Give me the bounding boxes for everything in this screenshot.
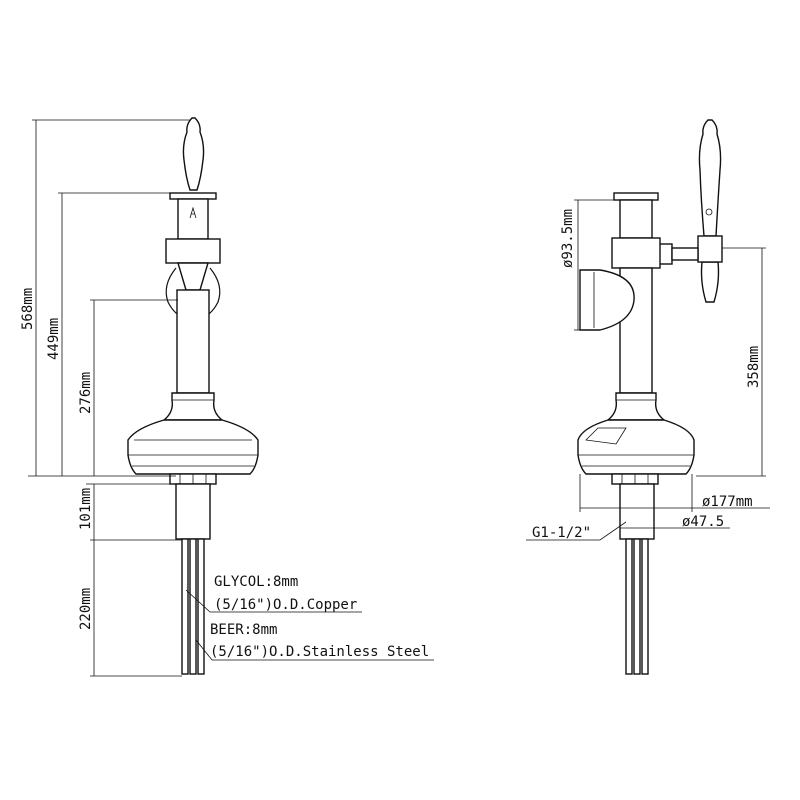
- dim-thread: G1-1/2": [532, 525, 591, 541]
- dim-276: 276mm: [78, 372, 94, 414]
- dim-177: ø177mm: [702, 494, 753, 510]
- front-tubes: [181, 538, 205, 675]
- side-base: [577, 419, 695, 475]
- note-beer-size: BEER:8mm: [210, 622, 277, 638]
- front-a-mark: [189, 206, 197, 219]
- side-medallion: [579, 269, 635, 331]
- note-glycol-size: GLYCOL:8mm: [214, 574, 298, 590]
- dim-449: 449mm: [46, 318, 62, 360]
- front-view: 568mm 449mm 276mm 101mm 220mm GLYCOL:8mm…: [20, 117, 434, 677]
- note-glycol-material: (5/16")O.D.Copper: [214, 597, 357, 613]
- front-spout: [177, 262, 209, 291]
- front-handle: [182, 117, 205, 191]
- dim-101: 101mm: [78, 488, 94, 530]
- side-tubes: [625, 538, 649, 675]
- dim-568: 568mm: [20, 288, 36, 330]
- side-flare: [606, 392, 666, 421]
- front-top-collar: [169, 192, 217, 200]
- side-top-collar: [613, 192, 659, 201]
- note-beer-material: (5/16")O.D.Stainless Steel: [210, 644, 429, 660]
- side-shank: [619, 483, 655, 540]
- side-view: ø93.5mm 358mm ø177mm ø47.5 G1-1/2": [526, 119, 770, 675]
- dim-358: 358mm: [746, 346, 762, 388]
- side-upper-column: [619, 199, 653, 239]
- side-handle-lower: [700, 261, 720, 303]
- front-upper-column: [177, 198, 209, 240]
- front-flare: [162, 392, 224, 421]
- front-middle-collar: [165, 238, 221, 264]
- side-middle-collar: [611, 237, 661, 269]
- dim-220: 220mm: [78, 588, 94, 630]
- side-tap-body: [697, 235, 723, 263]
- dim-93-5: ø93.5mm: [560, 209, 576, 268]
- dim-47-5: ø47.5: [682, 514, 724, 530]
- front-base: [127, 419, 259, 475]
- front-column: [176, 289, 210, 394]
- side-handle: [698, 119, 722, 237]
- front-shank: [175, 483, 211, 540]
